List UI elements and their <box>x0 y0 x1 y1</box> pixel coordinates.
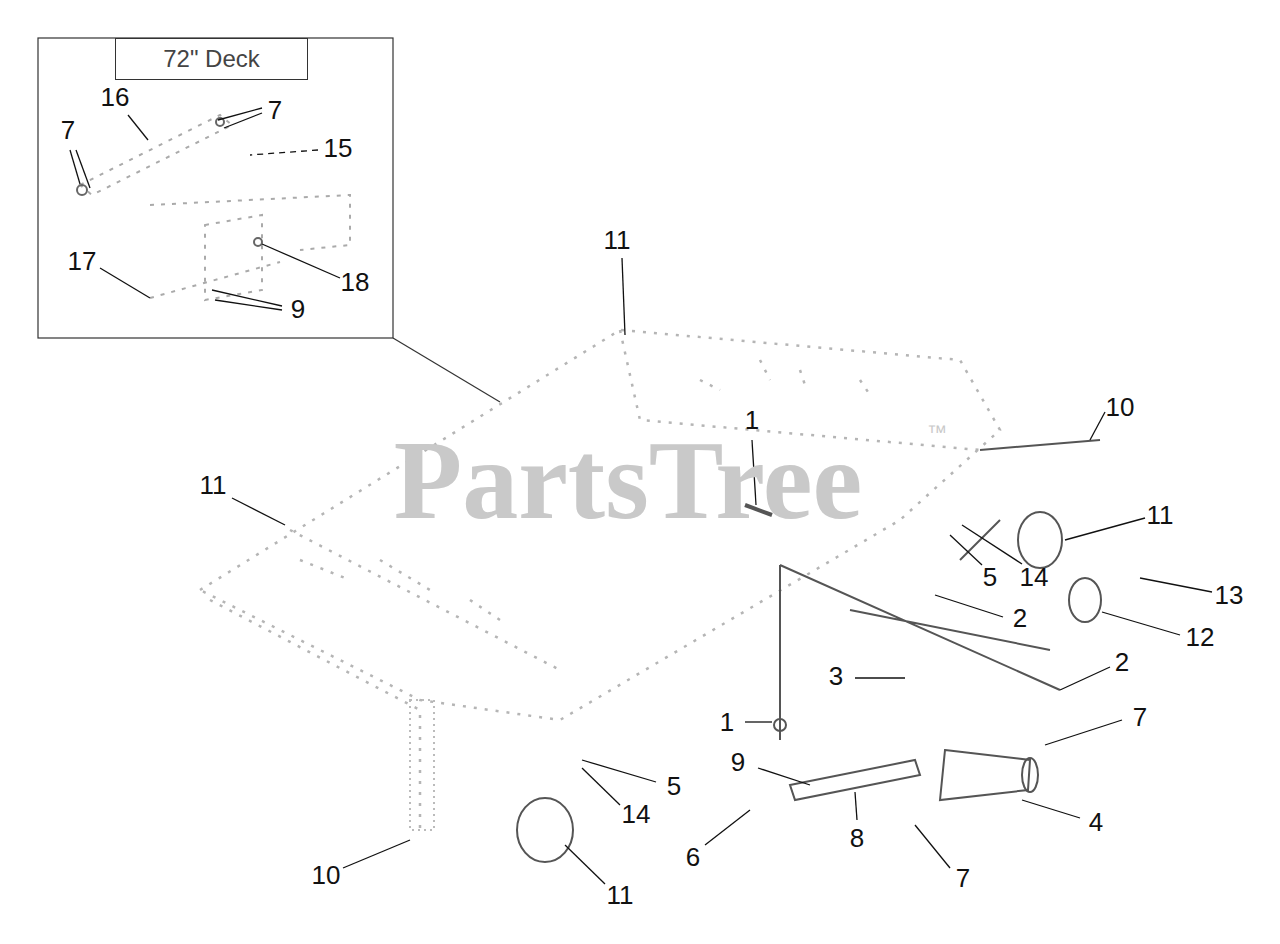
callout-number: 7 <box>268 97 282 123</box>
trademark-mark: ™ <box>927 422 947 442</box>
callout-number: 14 <box>1020 564 1049 590</box>
watermark: PartsTree <box>394 424 863 536</box>
callout-number: 8 <box>850 825 864 851</box>
callout-number: 11 <box>200 472 227 498</box>
callout-number: 14 <box>622 801 651 827</box>
callout-number: 4 <box>1089 809 1103 835</box>
callout-number: 3 <box>829 663 843 689</box>
callout-number: 10 <box>1106 394 1135 420</box>
callout-number: 11 <box>607 882 634 908</box>
callout-number: 17 <box>68 248 97 274</box>
deck-size-label: 72" Deck <box>163 45 260 73</box>
callout-number: 1 <box>720 709 734 735</box>
callout-number: 12 <box>1186 624 1215 650</box>
callout-number: 5 <box>667 773 681 799</box>
callout-number: 16 <box>101 84 130 110</box>
callout-number: 5 <box>983 564 997 590</box>
callout-number: 7 <box>956 865 970 891</box>
callout-number: 9 <box>731 749 745 775</box>
callout-number: 2 <box>1013 605 1027 631</box>
callout-number: 11 <box>1147 502 1174 528</box>
callout-number: 10 <box>312 862 341 888</box>
callout-number: 6 <box>686 844 700 870</box>
deck-size-box: 72" Deck <box>115 38 308 80</box>
callout-number: 13 <box>1215 582 1244 608</box>
callout-number: 7 <box>61 117 75 143</box>
callout-number: 2 <box>1115 649 1129 675</box>
callout-number: 18 <box>341 269 370 295</box>
callout-number: 15 <box>324 135 353 161</box>
callout-number: 9 <box>291 296 305 322</box>
callout-number: 11 <box>604 227 631 253</box>
callout-number: 7 <box>1133 704 1147 730</box>
